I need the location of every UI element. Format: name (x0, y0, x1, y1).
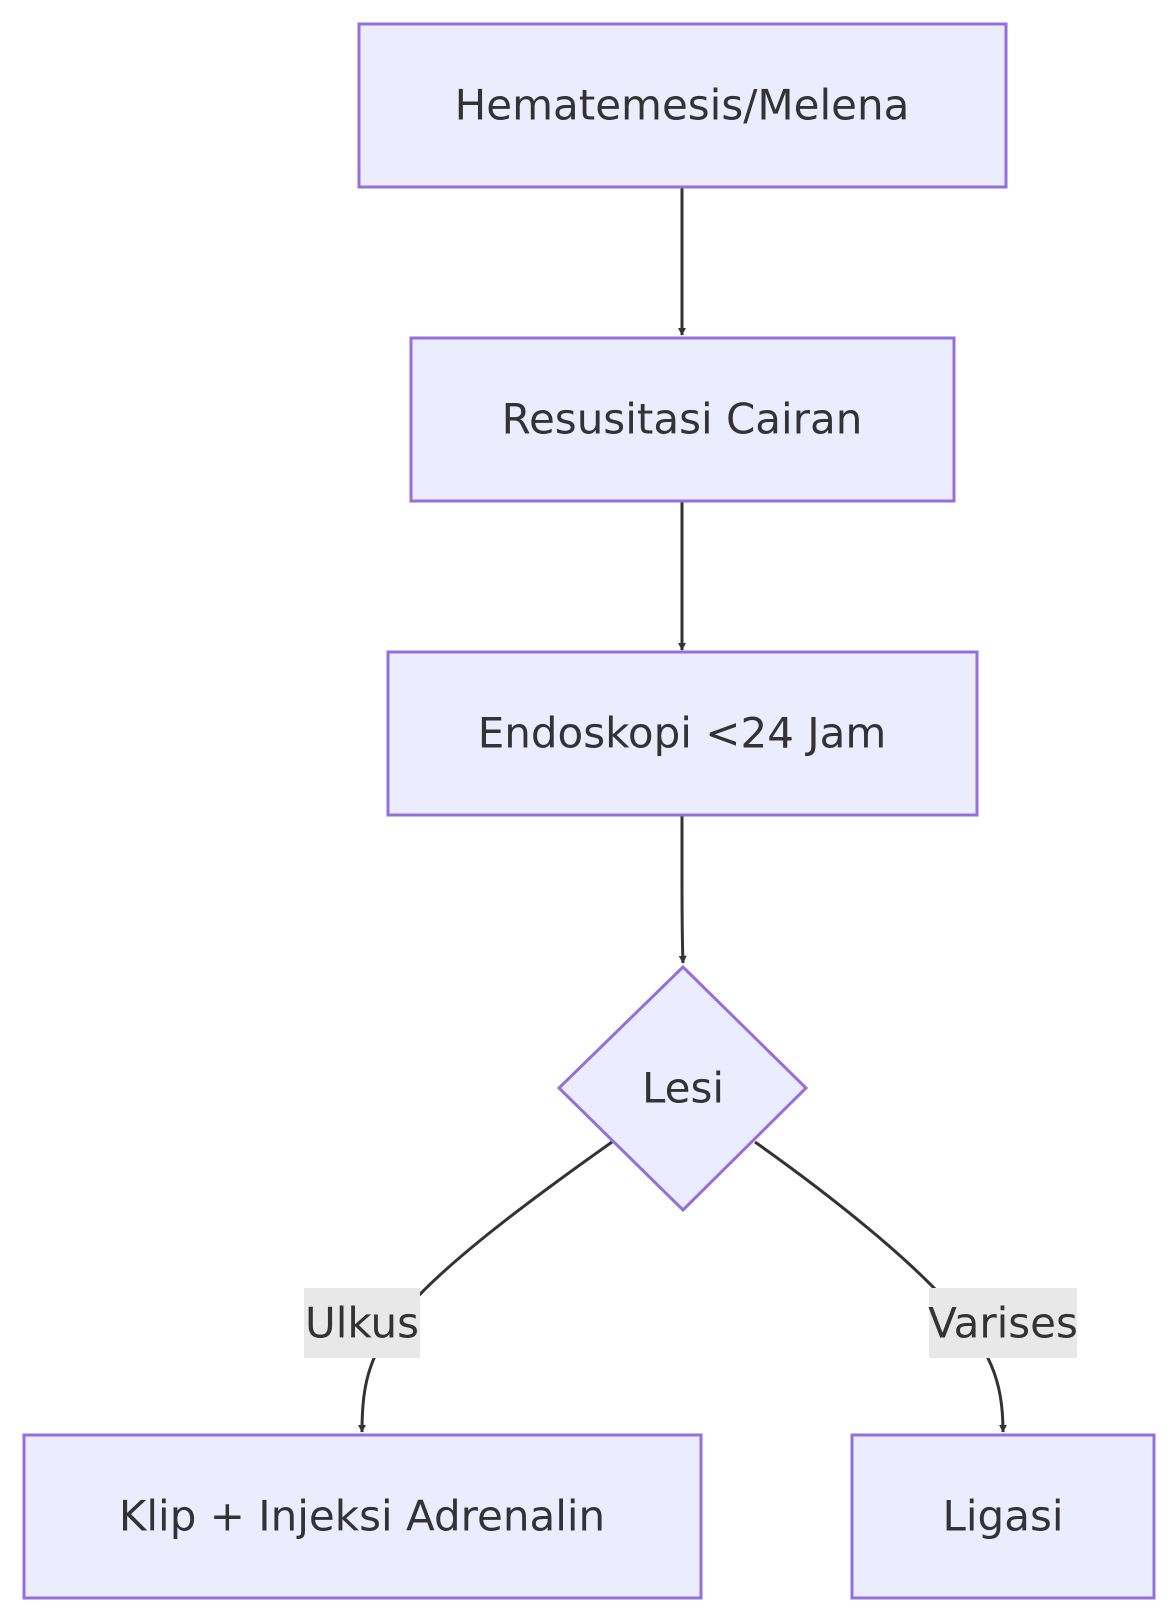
node-hematemesis-melena: Hematemesis/Melena (357, 22, 1008, 189)
edge-lesi-to-klip (358, 1140, 613, 1433)
node-klip-injeksi-label: Klip + Injeksi Adrenalin (119, 1492, 605, 1541)
edge-label-ulkus-text: Ulkus (305, 1299, 419, 1348)
edge-label-varises-text: Varises (928, 1299, 1078, 1348)
edge-lesi-to-ligasi (754, 1140, 1007, 1433)
node-ligasi-label: Ligasi (942, 1492, 1063, 1541)
node-lesi-decision: Lesi (556, 964, 809, 1213)
edge-endo-to-lesi (678, 815, 687, 964)
node-resusitasi-cairan-label: Resusitasi Cairan (502, 395, 863, 444)
node-endoskopi-label: Endoskopi <24 Jam (478, 709, 887, 758)
edge-label-varises: Varises (928, 1288, 1078, 1358)
node-lesi-label: Lesi (642, 1064, 724, 1113)
node-klip-injeksi: Klip + Injeksi Adrenalin (22, 1433, 703, 1600)
node-ligasi: Ligasi (850, 1433, 1156, 1600)
node-endoskopi: Endoskopi <24 Jam (386, 650, 979, 817)
edge-label-ulkus: Ulkus (304, 1288, 420, 1358)
node-resusitasi-cairan: Resusitasi Cairan (409, 336, 956, 503)
node-hematemesis-melena-label: Hematemesis/Melena (455, 81, 910, 130)
